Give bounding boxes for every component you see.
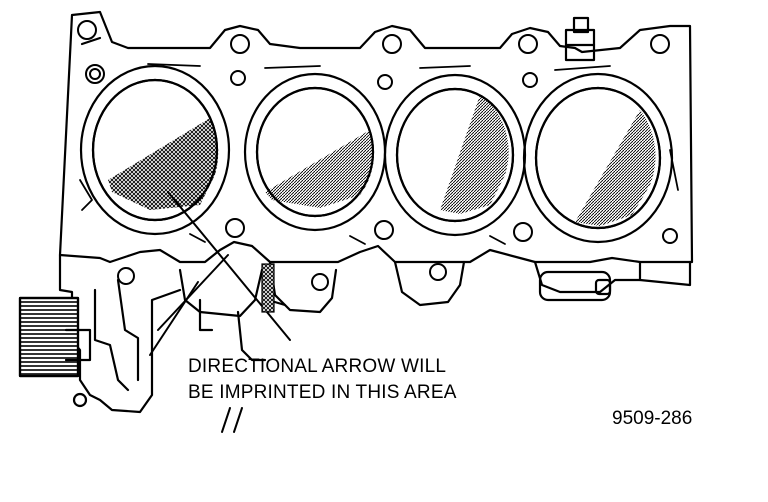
cylinder-bore-2 <box>243 72 387 232</box>
imprint-area-marker <box>261 263 275 313</box>
figure-id: 9509-286 <box>612 408 692 429</box>
head-bolt-stud <box>564 16 596 62</box>
callout-leaders <box>149 191 291 433</box>
coolant-passages <box>79 63 679 245</box>
bolt-holes <box>77 20 678 291</box>
timing-gear <box>18 278 140 408</box>
head-gasket <box>58 10 694 264</box>
callout-text-line-2: BE IMPRINTED IN THIS AREA <box>188 382 457 403</box>
cylinder-bore-3 <box>383 73 527 237</box>
callout-text-line-1: DIRECTIONAL ARROW WILL <box>188 356 446 377</box>
cylinder-bore-1 <box>91 78 219 222</box>
cylinder-bore-4 <box>522 72 674 244</box>
